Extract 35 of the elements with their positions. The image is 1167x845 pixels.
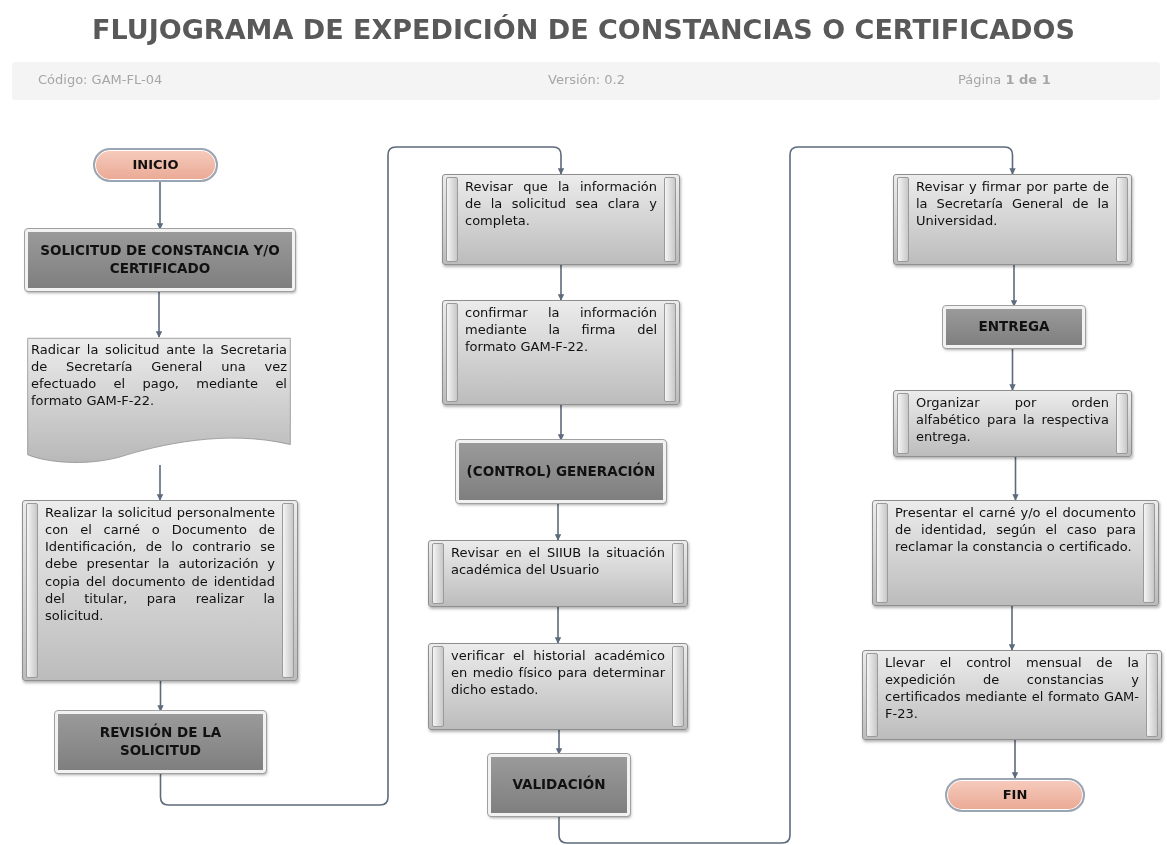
header-label: Código: GAM-FL-04	[38, 72, 163, 87]
arrow	[1011, 739, 1019, 779]
process-box: Revisar y firmar por parte de la Secretaría General de la Universidad.	[893, 174, 1132, 265]
arrow	[554, 502, 562, 541]
arrow	[159, 146, 565, 806]
arrow	[1009, 347, 1016, 391]
stage-box: (CONTROL) GENERACIÓN	[456, 440, 666, 503]
arrow	[558, 146, 1016, 844]
stage-box: ENTREGA	[943, 306, 1085, 348]
document-shape: Radicar la solicitud ante la Secretaria de Secretaría General una vez efectuado el pago, mediante el formato GAM-F-22.	[25, 337, 293, 465]
process-box: confirmar la información mediante la firma del formato GAM-F-22.	[442, 300, 680, 405]
process-box: Llevar el control mensual de la expedición de constancias y certificados mediante el formato GAM-F-23.	[862, 650, 1162, 740]
process-box: verificar el historial académico en medio físico para determinar dicho estado.	[428, 643, 688, 730]
stage-box: VALIDACIÓN	[488, 754, 630, 816]
diagram-title: FLUJOGRAMA DE EXPEDICIÓN DE CONSTANCIAS O CERTIFICADOS	[91, 14, 1076, 45]
process-box: Revisar en el SIIUB la situación académica del Usuario	[428, 540, 688, 607]
arrow	[557, 264, 565, 301]
stage-box: SOLICITUD DE CONSTANCIA Y/O CERTIFICADO	[25, 229, 295, 291]
arrow	[156, 181, 164, 230]
process-box: Organizar por orden alfabético para la respectiva entrega.	[893, 390, 1132, 457]
header-label: Página 1 de 1	[958, 72, 1051, 87]
process-box: Revisar que la información de la solicitud sea clara y completa.	[442, 174, 680, 265]
arrow	[555, 729, 563, 755]
header-label: Versión: 0.2	[548, 72, 625, 87]
arrow	[157, 680, 164, 712]
arrow	[1010, 264, 1018, 307]
arrow	[1008, 605, 1016, 651]
arrow	[554, 606, 562, 644]
process-box: Presentar el carné y/o el documento de identidad, según el caso para reclamar la constancia o certificado.	[872, 500, 1159, 606]
stage-box: REVISIÓN DE LA SOLICITUD	[55, 711, 266, 773]
arrow	[1012, 456, 1019, 501]
arrow	[557, 404, 565, 441]
arrow	[156, 464, 164, 501]
process-box: Realizar la solicitud personalmente con el carné o Documento de Identificación, de lo contrario se debe presentar la autorización y copia del documento de identidad del titular, para realizar la solicitud.	[22, 500, 298, 681]
arrow	[155, 290, 163, 338]
